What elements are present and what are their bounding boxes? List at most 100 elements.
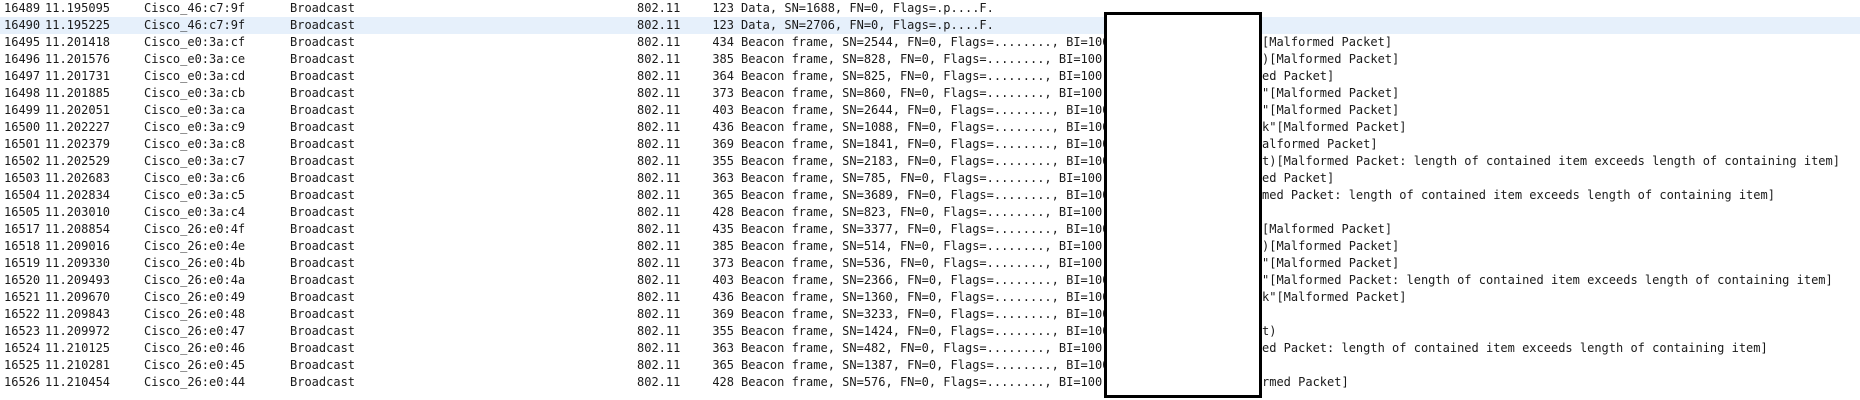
packet-number: 16520 bbox=[4, 273, 41, 287]
packet-time: 11.195225 bbox=[45, 18, 111, 32]
packet-protocol: 802.11 bbox=[637, 52, 681, 66]
packet-protocol: 802.11 bbox=[637, 188, 681, 202]
packet-time: 11.202379 bbox=[45, 137, 111, 151]
packet-info: Beacon frame, SN=823, FN=0, Flags=......… bbox=[741, 205, 1110, 219]
packet-length: 369 bbox=[712, 137, 734, 151]
packet-source: Cisco_e0:3a:ce bbox=[144, 52, 246, 66]
packet-length: 434 bbox=[712, 35, 734, 49]
packet-info-continuation: "[Malformed Packet] bbox=[1262, 103, 1400, 117]
packet-info-continuation: alformed Packet] bbox=[1262, 137, 1378, 151]
packet-info: Beacon frame, SN=3689, FN=0, Flags=.....… bbox=[741, 188, 1117, 202]
packet-length: 355 bbox=[712, 324, 734, 338]
packet-time: 11.209016 bbox=[45, 239, 111, 253]
packet-number: 16490 bbox=[4, 18, 41, 32]
packet-source: Cisco_26:e0:44 bbox=[144, 375, 246, 389]
packet-row-clipped[interactable] bbox=[0, 391, 1860, 399]
packet-info-continuation: "[Malformed Packet] bbox=[1262, 86, 1400, 100]
packet-info-continuation: t)[Malformed Packet: length of contained… bbox=[1262, 154, 1840, 168]
packet-time: 11.202227 bbox=[45, 120, 111, 134]
packet-protocol: 802.11 bbox=[637, 341, 681, 355]
packet-destination: Broadcast bbox=[290, 18, 356, 32]
packet-destination: Broadcast bbox=[290, 69, 356, 83]
packet-info: Beacon frame, SN=2366, FN=0, Flags=.....… bbox=[741, 273, 1117, 287]
packet-number: 16524 bbox=[4, 341, 41, 355]
packet-info: Beacon frame, SN=1088, FN=0, Flags=.....… bbox=[741, 120, 1117, 134]
packet-protocol: 802.11 bbox=[637, 137, 681, 151]
packet-time: 11.210281 bbox=[45, 358, 111, 372]
packet-destination: Broadcast bbox=[290, 188, 356, 202]
packet-destination: Broadcast bbox=[290, 324, 356, 338]
packet-source: Cisco_26:e0:49 bbox=[144, 290, 246, 304]
packet-info-continuation: [Malformed Packet] bbox=[1262, 35, 1393, 49]
packet-destination: Broadcast bbox=[290, 290, 356, 304]
packet-source: Cisco_e0:3a:cf bbox=[144, 35, 246, 49]
packet-length: 369 bbox=[712, 307, 734, 321]
packet-info: Beacon frame, SN=3377, FN=0, Flags=.....… bbox=[741, 222, 1117, 236]
packet-destination: Broadcast bbox=[290, 103, 356, 117]
packet-destination: Broadcast bbox=[290, 137, 356, 151]
packet-source: Cisco_e0:3a:cd bbox=[144, 69, 246, 83]
packet-protocol: 802.11 bbox=[637, 120, 681, 134]
packet-source: Cisco_26:e0:4f bbox=[144, 222, 246, 236]
packet-protocol: 802.11 bbox=[637, 1, 681, 15]
packet-time: 11.209493 bbox=[45, 273, 111, 287]
packet-protocol: 802.11 bbox=[637, 375, 681, 389]
packet-destination: Broadcast bbox=[290, 1, 356, 15]
packet-protocol: 802.11 bbox=[637, 307, 681, 321]
packet-row[interactable]: 16490 11.195225 Cisco_46:c7:9f Broadcast 802… bbox=[0, 17, 1860, 34]
packet-info-continuation: med Packet: length of contained item exc… bbox=[1262, 188, 1775, 202]
packet-protocol: 802.11 bbox=[637, 35, 681, 49]
packet-time: 11.210125 bbox=[45, 341, 111, 355]
packet-info-continuation: [Malformed Packet] bbox=[1262, 222, 1393, 236]
packet-destination: Broadcast bbox=[290, 358, 356, 372]
packet-length: 436 bbox=[712, 290, 734, 304]
packet-info: Beacon frame, SN=860, FN=0, Flags=......… bbox=[741, 86, 1110, 100]
packet-info: Beacon frame, SN=482, FN=0, Flags=......… bbox=[741, 341, 1110, 355]
packet-source: Cisco_e0:3a:c6 bbox=[144, 171, 246, 185]
packet-time: 11.202834 bbox=[45, 188, 111, 202]
packet-protocol: 802.11 bbox=[637, 18, 681, 32]
packet-number: 16518 bbox=[4, 239, 41, 253]
packet-info-continuation: ed Packet] bbox=[1262, 171, 1335, 185]
packet-destination: Broadcast bbox=[290, 120, 356, 134]
packet-number: 16497 bbox=[4, 69, 41, 83]
packet-protocol: 802.11 bbox=[637, 256, 681, 270]
packet-number: 16517 bbox=[4, 222, 41, 236]
packet-info-continuation: ed Packet] bbox=[1262, 69, 1335, 83]
packet-source: Cisco_46:c7:9f bbox=[144, 18, 246, 32]
packet-info: Data, SN=2706, FN=0, Flags=.p....F. bbox=[741, 18, 994, 32]
packet-protocol: 802.11 bbox=[637, 154, 681, 168]
packet-number: 16521 bbox=[4, 290, 41, 304]
packet-time: 11.201731 bbox=[45, 69, 111, 83]
packet-info-continuation: rmed Packet] bbox=[1262, 375, 1349, 389]
packet-destination: Broadcast bbox=[290, 205, 356, 219]
packet-info: Beacon frame, SN=514, FN=0, Flags=......… bbox=[741, 239, 1110, 253]
packet-destination: Broadcast bbox=[290, 375, 356, 389]
packet-time: 11.209670 bbox=[45, 290, 111, 304]
packet-info: Beacon frame, SN=825, FN=0, Flags=......… bbox=[741, 69, 1110, 83]
packet-length: 435 bbox=[712, 222, 734, 236]
